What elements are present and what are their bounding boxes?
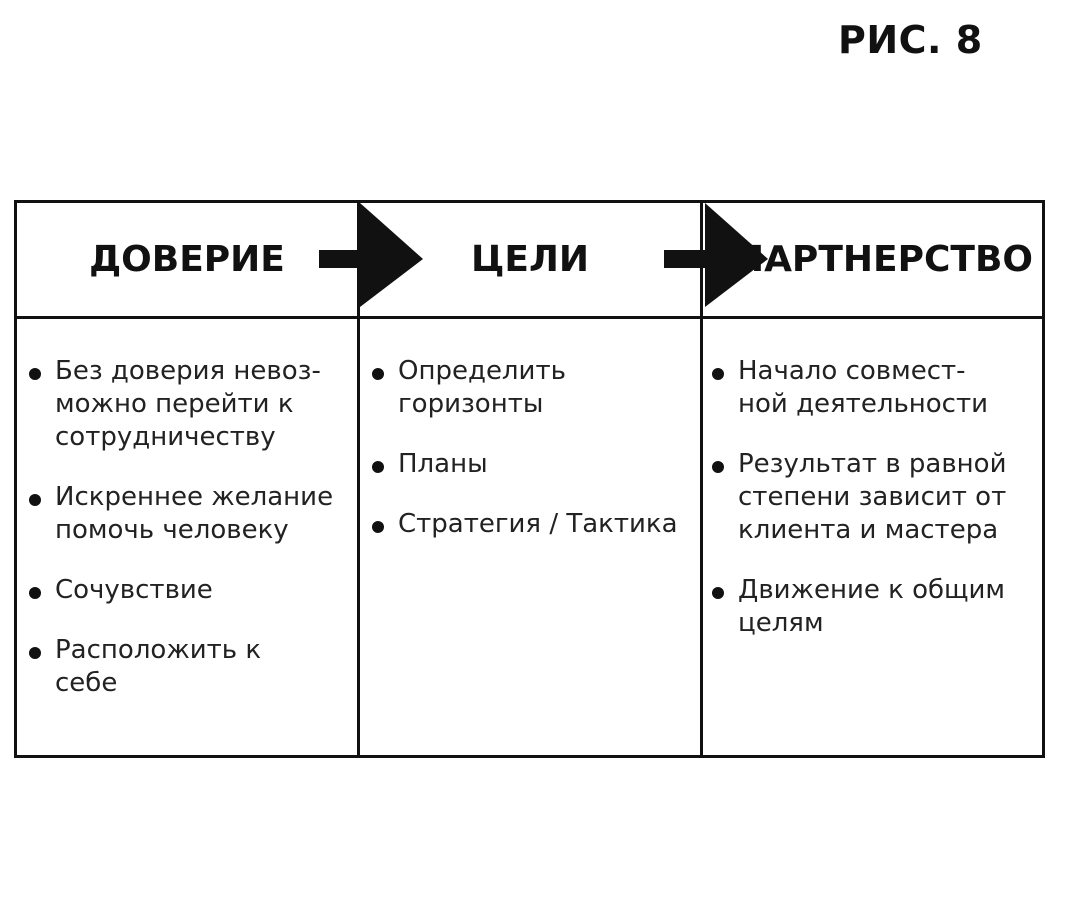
bullet-icon	[29, 494, 41, 506]
bullet-icon	[29, 647, 41, 659]
list-item: Движение к общим целям	[712, 574, 1042, 640]
list-item: Искреннее желание помочь человеку	[29, 481, 357, 547]
bullet-icon	[372, 521, 384, 533]
column-trust-body: Без доверия невоз- можно перейти к сотру…	[29, 355, 357, 727]
header-partnership: ПАРТНЕРСТВО	[733, 239, 1033, 280]
bullet-icon	[712, 587, 724, 599]
header-divider	[17, 316, 1042, 319]
column-goals-body: Определить горизонты Планы Стратегия / Т…	[372, 355, 697, 568]
figure-label: РИС. 8	[838, 18, 983, 62]
list-item: Определить горизонты	[372, 355, 697, 421]
list-item: Стратегия / Тактика	[372, 508, 697, 541]
list-item: Без доверия невоз- можно перейти к сотру…	[29, 355, 357, 454]
list-item: Расположить к себе	[29, 634, 357, 700]
right-arrow-icon	[664, 203, 768, 307]
trust-list: Без доверия невоз- можно перейти к сотру…	[29, 355, 357, 700]
header-trust: ДОВЕРИЕ	[89, 239, 285, 280]
list-item: Сочувствие	[29, 574, 357, 607]
bullet-icon	[29, 587, 41, 599]
list-item: Результат в равной степени зависит от кл…	[712, 448, 1042, 547]
bullet-icon	[372, 368, 384, 380]
bullet-icon	[712, 368, 724, 380]
header-goals: ЦЕЛИ	[470, 239, 590, 280]
bullet-icon	[29, 368, 41, 380]
process-table: ДОВЕРИЕ ЦЕЛИ ПАРТНЕРСТВО Без доверия нев…	[14, 200, 1045, 758]
column-divider-2	[700, 203, 703, 755]
column-divider-1	[357, 203, 360, 755]
bullet-icon	[372, 461, 384, 473]
goals-list: Определить горизонты Планы Стратегия / Т…	[372, 355, 697, 541]
list-item: Планы	[372, 448, 697, 481]
list-item: Начало совмест- ной деятельности	[712, 355, 1042, 421]
partnership-list: Начало совмест- ной деятельности Результ…	[712, 355, 1042, 640]
right-arrow-icon	[319, 203, 423, 307]
column-partnership-body: Начало совмест- ной деятельности Результ…	[712, 355, 1042, 667]
bullet-icon	[712, 461, 724, 473]
